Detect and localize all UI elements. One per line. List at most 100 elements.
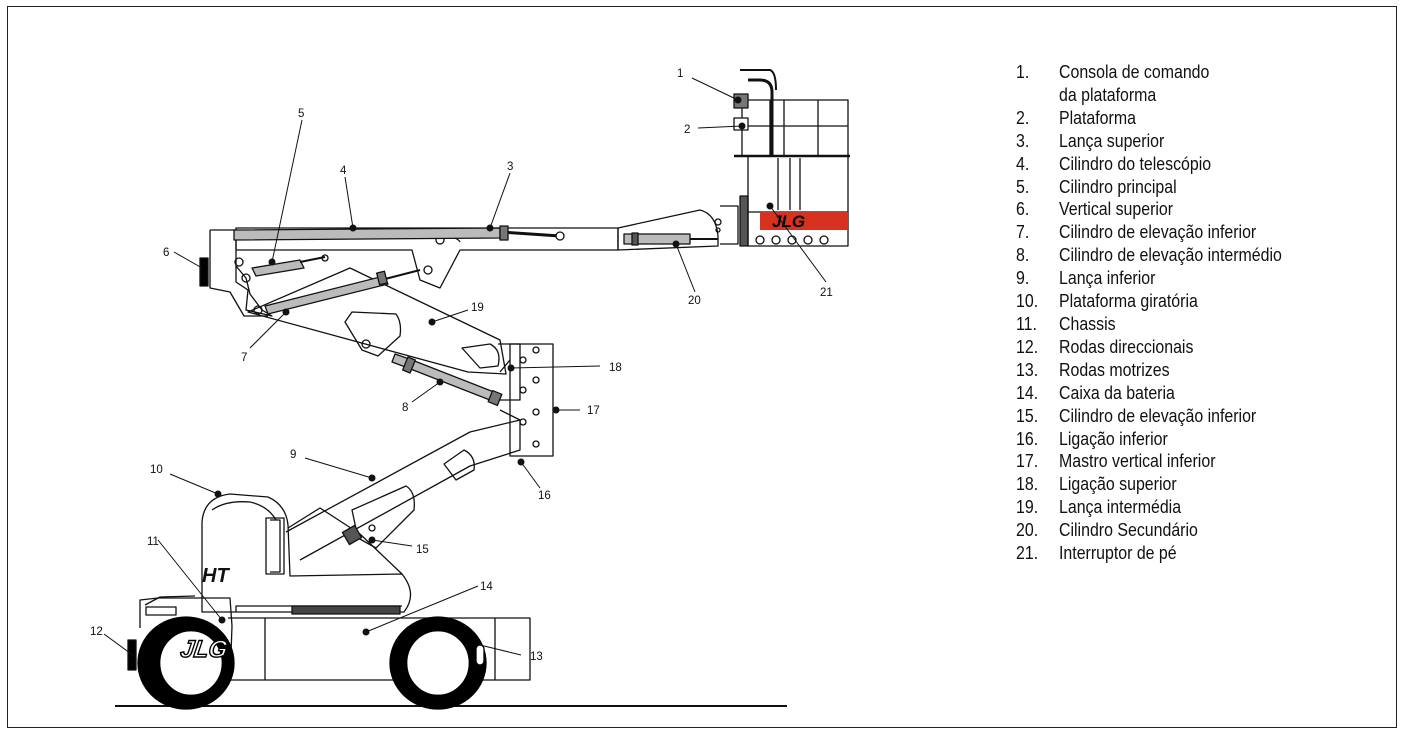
legend-item-label: Vertical superior (1059, 198, 1174, 220)
legend-item-number: 18. (1016, 473, 1039, 495)
legend-item: 3. Lança superior (1016, 130, 1343, 153)
legend-item-label: Rodas direccionais (1059, 335, 1194, 357)
legend-item-label: Ligação inferior (1059, 427, 1168, 449)
legend-item: 8.Cilindro de elevação intermédio (1016, 244, 1343, 267)
legend-item-number: 1. (1016, 61, 1030, 82)
leader-1 (691, 77, 739, 101)
leader-6 (173, 251, 203, 269)
leader-18 (510, 365, 601, 369)
callout-15: 15 (416, 544, 429, 556)
legend-item-label: Lança intermédia (1059, 496, 1182, 518)
legend-item: 2.Plataforma (1016, 107, 1343, 130)
legend-item-label: Rodas motrizes (1059, 358, 1170, 380)
legend-item-label: Plataforma giratória (1059, 290, 1198, 312)
callout-14: 14 (480, 581, 493, 593)
legend-item-label: Lança superior (1059, 129, 1165, 151)
lower-vertical-mast (499, 343, 554, 457)
legend-item-label: Cilindro de elevação intermédio (1059, 244, 1282, 266)
leader-20 (675, 243, 696, 293)
callout-10: 10 (150, 464, 163, 476)
leader-14 (365, 585, 479, 633)
battery-box (270, 632, 345, 662)
legend-item-number: 10. (1016, 290, 1039, 312)
legend-item: 10. Plataforma giratória (1016, 290, 1343, 313)
callout-12: 12 (90, 626, 103, 638)
callout-9: 9 (290, 449, 296, 461)
legend-item-number: 3. (1016, 129, 1030, 151)
legend-item-number: 20. (1016, 519, 1039, 541)
leader-19 (431, 309, 469, 323)
legend-item: 11.Chassis (1016, 313, 1343, 336)
callout-2: 2 (684, 124, 690, 136)
legend-item-label: Cilindro de elevação inferior (1059, 221, 1257, 243)
legend-item-number: 2. (1016, 106, 1030, 128)
dot-15 (368, 536, 376, 544)
legend-item: 14.Caixa da bateria (1016, 382, 1343, 405)
callout-1: 1 (677, 68, 683, 80)
dot-5 (268, 258, 276, 266)
callout-17: 17 (587, 405, 600, 417)
legend-item: 17.Mastro vertical inferior (1016, 450, 1343, 473)
drive-wheel (389, 616, 487, 710)
legend-item-number: 4. (1016, 152, 1030, 174)
leader-4 (344, 176, 354, 229)
legend-item-number: 6. (1016, 198, 1030, 220)
legend-item-number: 21. (1016, 542, 1039, 564)
legend-item: 16. Ligação inferior (1016, 428, 1343, 451)
legend-item-label: Cilindro principal (1059, 175, 1177, 197)
jib (617, 209, 722, 251)
legend-item: 12.Rodas direccionais (1016, 336, 1343, 359)
leader-8 (411, 381, 441, 403)
leader-13 (479, 644, 522, 656)
dot-19 (428, 318, 436, 326)
legend-item-label: Lança inferior (1059, 267, 1156, 289)
callout-21: 21 (820, 287, 833, 299)
legend-item: 19.Lança intermédia (1016, 496, 1343, 519)
dot-16 (517, 458, 525, 466)
chassis-logo: JLG (179, 636, 230, 663)
leader-10 (169, 473, 219, 495)
steer-wheel (127, 616, 235, 710)
dot-17 (552, 406, 560, 414)
dot-11 (218, 616, 226, 624)
dot-8 (436, 378, 444, 386)
dot-2 (738, 122, 746, 130)
legend-item: 9. Lança inferior (1016, 267, 1343, 290)
dot-1 (734, 96, 742, 104)
legend-item-label: Caixa da bateria (1059, 381, 1175, 403)
callout-19: 19 (471, 302, 484, 314)
legend-item-number: 13. (1016, 358, 1039, 380)
legend-item-number: 7. (1016, 221, 1030, 243)
dot-18 (507, 364, 515, 372)
lower-lift-cylinder-upper (264, 269, 421, 315)
leader-9 (304, 457, 373, 479)
legend-item: 4.Cilindro do telescópio (1016, 153, 1343, 176)
mid-lift-cylinder (391, 353, 503, 407)
callout-4: 4 (340, 165, 347, 177)
callout-18: 18 (609, 362, 622, 374)
legend-item: 13. Rodas motrizes (1016, 359, 1343, 382)
dot-10 (214, 490, 222, 498)
dot-3 (486, 224, 494, 232)
turntable (201, 493, 412, 615)
leader-21 (769, 205, 827, 283)
legend-item: 5. Cilindro principal (1016, 176, 1343, 199)
platform-logo: JLG (772, 212, 805, 231)
legend-item-label: Cilindro Secundário (1059, 519, 1198, 541)
callout-16: 16 (538, 490, 551, 502)
legend-item-number: 5. (1016, 175, 1030, 197)
upper-vertical (199, 229, 273, 317)
legend-item-number: 16. (1016, 427, 1039, 449)
legend-item: 6. Vertical superior (1016, 198, 1343, 221)
leader-3 (489, 172, 511, 229)
legend-item: 7. Cilindro de elevação inferior (1016, 221, 1343, 244)
callout-3: 3 (507, 161, 513, 173)
callout-5: 5 (298, 108, 304, 120)
legend-item-number: 9. (1016, 267, 1030, 289)
mid-boom (247, 267, 521, 401)
dot-21 (766, 202, 774, 210)
telescope-cylinder (233, 225, 565, 241)
legend-item: 18.Ligação superior (1016, 473, 1343, 496)
